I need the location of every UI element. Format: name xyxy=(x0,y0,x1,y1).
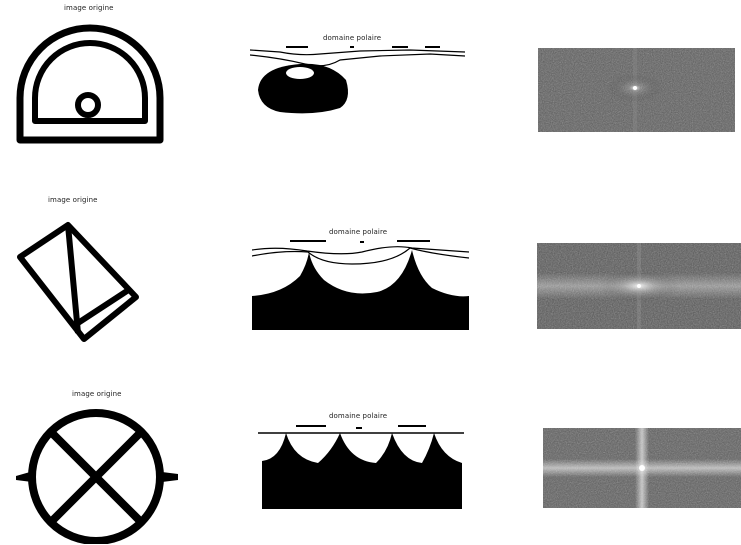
polar-title-2: domaine polaire xyxy=(329,228,387,236)
origin-image-semicircle xyxy=(8,20,173,150)
polar-domain-3 xyxy=(258,421,464,511)
fourier-spectrum-3 xyxy=(543,428,741,508)
fourier-spectrum-1 xyxy=(538,48,735,132)
origin-image-rotated-rectangle xyxy=(10,215,145,347)
fourier-spectrum-2 xyxy=(537,243,741,329)
polar-title-1: domaine polaire xyxy=(323,34,381,42)
polar-domain-2 xyxy=(252,236,469,330)
origin-title-1: image origine xyxy=(64,4,114,12)
origin-title-3: image origine xyxy=(72,390,122,398)
polar-title-3: domaine polaire xyxy=(329,412,387,420)
polar-domain-1 xyxy=(250,42,465,132)
origin-title-2: image origine xyxy=(48,196,98,204)
origin-image-circle-cross xyxy=(14,404,184,544)
